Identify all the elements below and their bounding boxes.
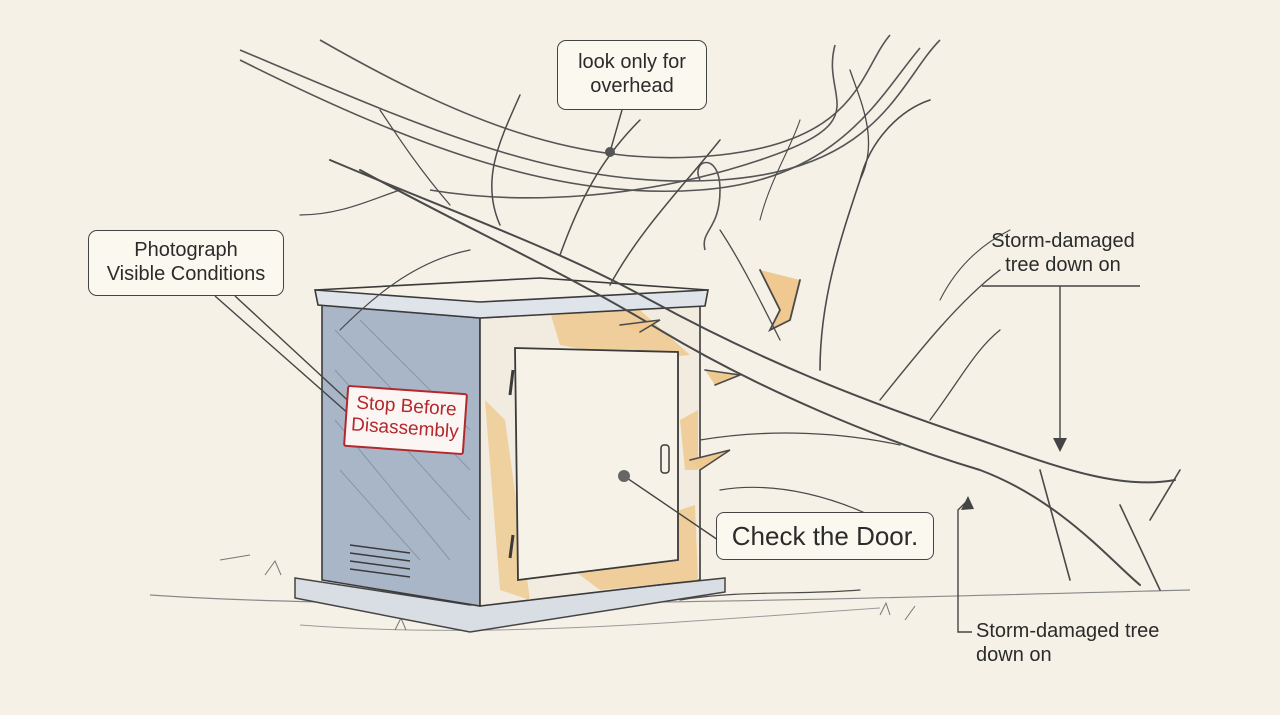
tree-callout-lower-line2: down on bbox=[976, 643, 1052, 666]
tree-callout-lower: Storm-damaged tree down on bbox=[976, 620, 1159, 667]
photograph-leader bbox=[214, 295, 351, 416]
overhead-callout-line2: overhead bbox=[590, 74, 674, 97]
tree-callout-lower-line1: Storm-damaged tree bbox=[976, 620, 1160, 642]
tree-lower-leader bbox=[957, 499, 972, 633]
tree-callout-upper-line2: tree down on bbox=[1005, 253, 1121, 276]
overhead-callout-line1: look only for bbox=[578, 51, 686, 73]
fallen-tree bbox=[299, 69, 1181, 601]
photograph-callout: Photograph Visible Conditions bbox=[88, 230, 284, 296]
tree-callout-upper-line1: Storm-damaged bbox=[991, 230, 1135, 252]
leader-markers bbox=[605, 147, 1067, 510]
warning-sign: Stop Before Disassembly bbox=[342, 384, 469, 456]
overhead-lines bbox=[239, 34, 941, 251]
tree-callout-upper: Storm-damaged tree down on bbox=[983, 230, 1143, 277]
electrical-cabinet bbox=[294, 277, 726, 633]
door-leader bbox=[623, 475, 719, 541]
check-door-callout-text: Check the Door. bbox=[731, 521, 919, 551]
check-door-callout: Check the Door. bbox=[716, 512, 934, 560]
overhead-callout: look only for overhead bbox=[557, 40, 707, 110]
overhead-leader bbox=[609, 109, 623, 153]
photograph-callout-line1: Photograph bbox=[134, 239, 238, 261]
photograph-callout-line2: Visible Conditions bbox=[106, 262, 266, 285]
leader-lines bbox=[214, 109, 1140, 633]
